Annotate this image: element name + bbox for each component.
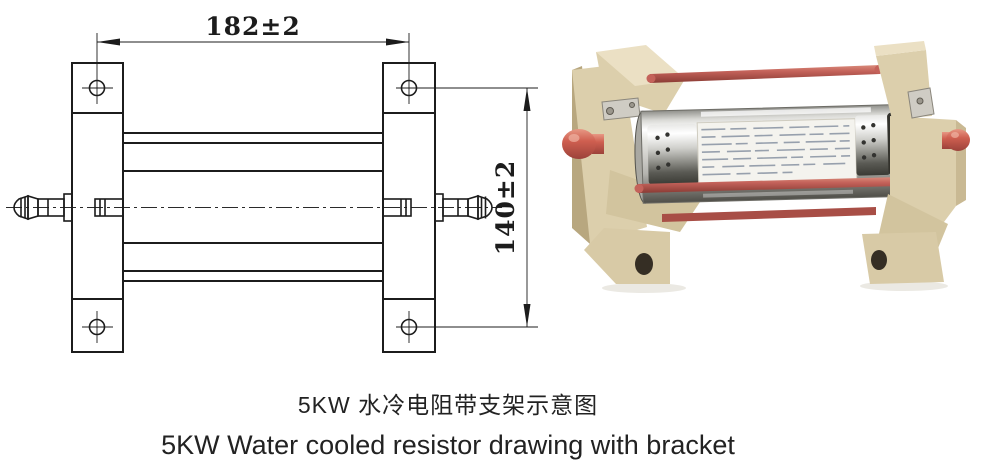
bracket-right-top-face [874,41,926,56]
rod-end [646,74,656,83]
bracket-left-foot [584,228,670,284]
chrome-cap-left [647,123,699,186]
chrome-cap-right [855,114,891,176]
water-port-right [382,198,412,217]
bracket-right-body [890,116,956,230]
screw [629,102,635,108]
product-photo [562,41,970,293]
dimension-width-label: 182±2 [205,12,301,41]
screw [606,107,614,115]
arrowhead-bottom [523,304,531,327]
bracket-right-foot [862,232,944,284]
cap-perforations [861,123,877,160]
arrowhead-top [523,88,531,111]
floor-shadow [602,283,686,293]
hose-barb-left-photo [562,129,604,159]
caption-line-en: 5KW Water cooled resistor drawing with b… [161,430,735,460]
tie-rod-top [650,65,880,83]
caption-block: 5KW 水冷电阻带支架示意图 5KW Water cooled resistor… [0,392,896,459]
hose-barb-fitting-right [434,193,493,222]
tie-rods-rear [646,65,884,222]
hose-barb-right-photo [942,129,970,151]
bracket-right-foot-hole [871,250,887,270]
tie-rod-lower-rear [662,207,876,222]
bracket-left [572,45,700,284]
glass-highlight [703,189,854,198]
clamp-strap-left [601,97,641,121]
caption-line-zh: 5KW 水冷电阻带支架示意图 [297,392,599,418]
dimension-height-label: 140±2 [491,160,520,256]
arrowhead-left [97,38,120,46]
cap-perforations [655,132,671,171]
dimension-height: 140±2 [396,87,538,328]
resistor-tube-lines [123,132,383,282]
bracket-right [862,41,966,284]
technical-drawing: 182±2 140±2 [6,12,538,353]
hose-barb-fitting-left [13,193,73,222]
dimension-width: 182±2 [96,12,410,104]
barb-highlight [568,134,580,142]
water-port-left [94,198,124,217]
barb-highlight [951,132,959,138]
glass-highlight [700,107,871,117]
arrowhead-right [386,38,409,46]
glass-resistor-tube [634,104,898,204]
bracket-left-foot-hole [635,253,653,275]
rod-end [634,184,644,193]
clamp-strap-right [907,87,935,119]
hole-crosshairs [82,87,410,343]
screw [916,97,924,105]
